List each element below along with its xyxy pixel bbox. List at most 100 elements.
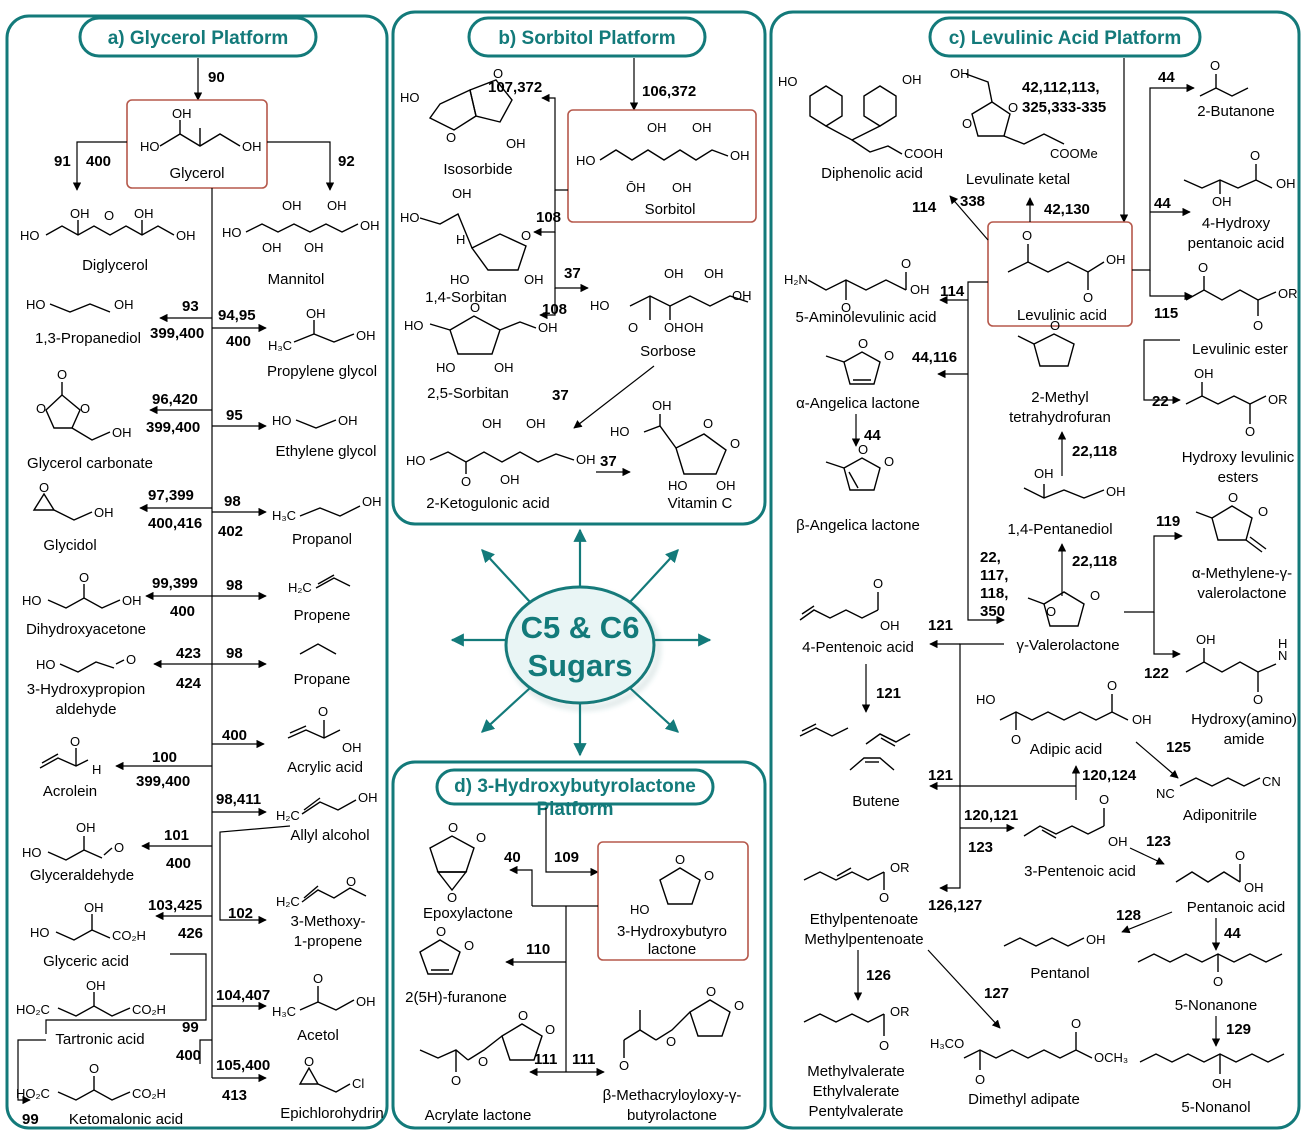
ref-label: 108 bbox=[542, 301, 567, 318]
svg-text:O: O bbox=[1253, 692, 1263, 707]
center-arrows bbox=[450, 528, 712, 757]
panel-d-title: d) 3-Hydroxybutyrolactone bbox=[454, 776, 696, 797]
svg-text:O: O bbox=[1228, 490, 1238, 505]
svg-text:HO₂C: HO₂C bbox=[16, 1002, 50, 1017]
svg-text:OH: OH bbox=[684, 320, 704, 335]
dihydroxyacetone-label: Dihydroxyacetone bbox=[26, 621, 146, 638]
propanediol-structure bbox=[49, 303, 111, 313]
svg-text:OH: OH bbox=[114, 297, 134, 312]
panel-a-title: a) Glycerol Platform bbox=[108, 28, 289, 49]
ref-label: 121 bbox=[928, 767, 953, 784]
svg-text:H₃CO: H₃CO bbox=[930, 1036, 964, 1051]
panel-c-frame bbox=[769, 10, 1301, 1130]
svg-text:OR: OR bbox=[1278, 286, 1298, 301]
svg-text:O: O bbox=[451, 1073, 461, 1088]
ref-label: 99 bbox=[22, 1111, 39, 1128]
svg-text:O: O bbox=[1250, 148, 1260, 163]
propene-label: Propene bbox=[294, 607, 351, 624]
panel-d: 109 OO HO 3-Hydroxybutyro lactone 40 110… bbox=[405, 808, 749, 1124]
svg-text:OH: OH bbox=[500, 472, 520, 487]
ref-label: 99 bbox=[182, 1019, 199, 1036]
panel-a-title-pill bbox=[78, 16, 318, 58]
svg-text:OH: OH bbox=[494, 360, 514, 375]
ref-label: 399,400 bbox=[150, 325, 204, 342]
butene-label: Butene bbox=[852, 793, 900, 810]
svg-text:H₃C: H₃C bbox=[268, 338, 292, 353]
acrolein-structure bbox=[39, 757, 89, 769]
ref-label: 423 bbox=[176, 645, 201, 662]
svg-text:OH: OH bbox=[172, 106, 192, 121]
svg-text:O: O bbox=[313, 971, 323, 986]
ref-label: 120,124 bbox=[1082, 767, 1137, 784]
ref-label: 101 bbox=[164, 827, 189, 844]
svg-text:OH: OH bbox=[1108, 834, 1128, 849]
diglycerol-label: Diglycerol bbox=[82, 257, 148, 274]
svg-text:O: O bbox=[478, 1054, 488, 1069]
pentanol-structure bbox=[1003, 937, 1085, 947]
ref-label: 119 bbox=[1156, 513, 1180, 530]
ref-label: 126,127 bbox=[928, 897, 982, 914]
beta-angelica-structure: OO bbox=[825, 442, 894, 491]
methoxy-propene-label: 3-Methoxy- bbox=[290, 913, 365, 930]
svg-text:HO: HO bbox=[976, 692, 996, 707]
svg-text:H₃C: H₃C bbox=[272, 1004, 296, 1019]
hpa-label-line2: aldehyde bbox=[56, 701, 117, 718]
ref-label: 90 bbox=[208, 69, 225, 86]
svg-text:O: O bbox=[901, 256, 911, 271]
pentanediol-structure bbox=[1023, 487, 1105, 499]
svg-text:OR: OR bbox=[890, 860, 910, 875]
methoxy-propene-structure bbox=[301, 887, 367, 903]
svg-text:OH: OH bbox=[1106, 484, 1126, 499]
ref-label: 399,400 bbox=[136, 773, 190, 790]
ref-label: 338 bbox=[960, 193, 985, 210]
mthf-label-line2: tetrahydrofuran bbox=[1009, 409, 1111, 426]
ref-label: 99,399 bbox=[152, 575, 198, 592]
svg-text:H: H bbox=[456, 232, 465, 247]
ref-label: 108 bbox=[536, 209, 561, 226]
ref-label: 400 bbox=[226, 333, 251, 350]
tartronic-acid-structure bbox=[57, 1005, 131, 1017]
pentenoic4-structure bbox=[799, 609, 879, 621]
svg-text:O: O bbox=[79, 570, 89, 585]
svg-text:OH: OH bbox=[672, 180, 692, 195]
ref-label: 96,420 bbox=[152, 391, 198, 408]
propanol-structure bbox=[299, 505, 361, 517]
svg-text:O: O bbox=[304, 1054, 314, 1069]
hbl-core-box bbox=[597, 841, 749, 961]
svg-text:O: O bbox=[446, 130, 456, 145]
center-label-line1: C5 & C6 bbox=[521, 610, 640, 645]
ref-label: 98,411 bbox=[216, 791, 261, 808]
acrylic-acid-label: Acrylic acid bbox=[287, 759, 363, 776]
svg-text:OH: OH bbox=[482, 416, 502, 431]
ref-label: 98 bbox=[226, 645, 243, 662]
pentanediol-label: 1,4-Pentanediol bbox=[1007, 521, 1112, 538]
svg-text:OH: OH bbox=[242, 139, 262, 154]
ref-label: 95 bbox=[226, 407, 243, 424]
svg-text:O: O bbox=[545, 1022, 555, 1037]
ref-label: 400 bbox=[176, 1047, 201, 1064]
svg-text:O: O bbox=[521, 228, 531, 243]
svg-text:OH: OH bbox=[1132, 712, 1152, 727]
svg-text:O: O bbox=[884, 454, 894, 469]
ref-label: 44 bbox=[1158, 69, 1175, 86]
svg-text:HO: HO bbox=[36, 657, 56, 672]
hydroxy-levulinic-label-line2: esters bbox=[1218, 469, 1259, 486]
svg-text:OH: OH bbox=[1196, 632, 1216, 647]
svg-text:O: O bbox=[1008, 100, 1018, 115]
ethylpentenoate-label: Ethylpentenoate bbox=[810, 911, 918, 928]
pentenoic3-structure bbox=[1023, 825, 1105, 837]
furanone-label: 2(5H)-furanone bbox=[405, 989, 507, 1006]
ref-label: 120,121 bbox=[964, 807, 1018, 824]
ref-label: 44 bbox=[864, 427, 881, 444]
ref-label: 123 bbox=[968, 839, 993, 856]
svg-text:O: O bbox=[89, 1061, 99, 1076]
ref-label: 400 bbox=[222, 727, 247, 744]
svg-text:O: O bbox=[734, 998, 744, 1013]
